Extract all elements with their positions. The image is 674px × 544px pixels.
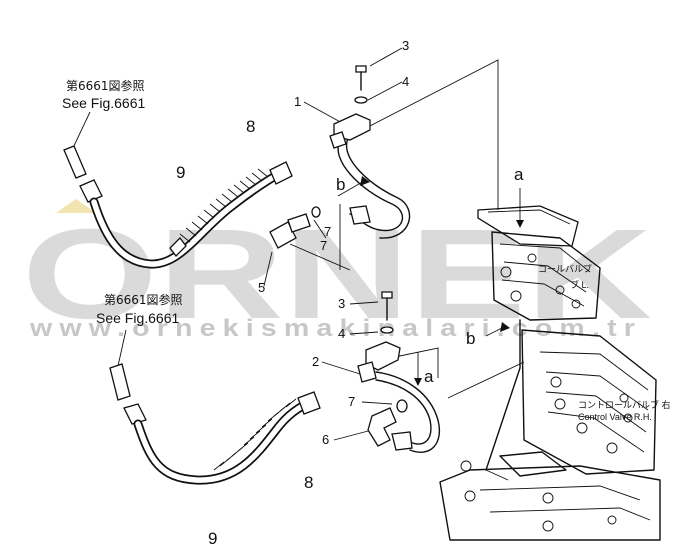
callout-2: 2 <box>312 354 319 369</box>
callout-9-lower: 9 <box>208 529 217 544</box>
callout-7-c: 7 <box>324 224 331 239</box>
callout-6: 6 <box>322 432 329 447</box>
watermark-accent <box>56 199 96 213</box>
upper-hose-assembly <box>63 65 411 269</box>
callout-a-lower: a <box>424 367 434 386</box>
leader-lines <box>263 47 525 441</box>
spiral-guard-lower <box>213 398 297 471</box>
lower-hose-assembly <box>109 291 440 485</box>
upper-valve-label-jp: コールバルブ <box>538 263 592 274</box>
arrow-b-upper <box>360 176 370 186</box>
callout-numbers: 1 2 3 3 4 4 5 6 7 7 7 8 8 9 9 a a b b <box>176 38 524 544</box>
callout-7-a: 7 <box>320 238 327 253</box>
ref-top-en: See Fig.6661 <box>62 95 145 111</box>
callout-5: 5 <box>258 280 265 295</box>
callout-8-lower: 8 <box>304 473 313 492</box>
ref-bottom-en: See Fig.6661 <box>96 310 179 326</box>
control-valve-assembly: コールバルブ ブ L. コントロールバルブ 右 Control Valve R.… <box>439 205 671 541</box>
callout-4-upper: 4 <box>402 74 409 89</box>
lower-valve-label-jp: コントロールバルブ 右 <box>578 399 671 410</box>
callout-b-lower: b <box>466 329 475 348</box>
arrow-a-upper <box>516 220 524 228</box>
arrow-a-lower <box>414 378 422 386</box>
callout-b-upper: b <box>336 175 345 194</box>
callout-a-upper: a <box>514 165 524 184</box>
ref-top-jp: 第6661図参照 <box>66 78 145 93</box>
arrow-b-lower <box>500 322 510 332</box>
callout-8-upper: 8 <box>246 117 255 136</box>
spiral-guard-upper <box>179 168 269 243</box>
callout-1: 1 <box>294 94 301 109</box>
lower-valve-label-en: Control Valve R.H. <box>578 412 652 422</box>
upper-valve-label-jp2: ブ L. <box>570 279 589 290</box>
callout-3-lower: 3 <box>338 296 345 311</box>
ref-bottom-jp: 第6661図参照 <box>104 292 183 307</box>
callout-9-upper: 9 <box>176 163 185 182</box>
callout-4-lower: 4 <box>338 326 345 341</box>
callout-7-b: 7 <box>348 394 355 409</box>
callout-3-upper: 3 <box>402 38 409 53</box>
